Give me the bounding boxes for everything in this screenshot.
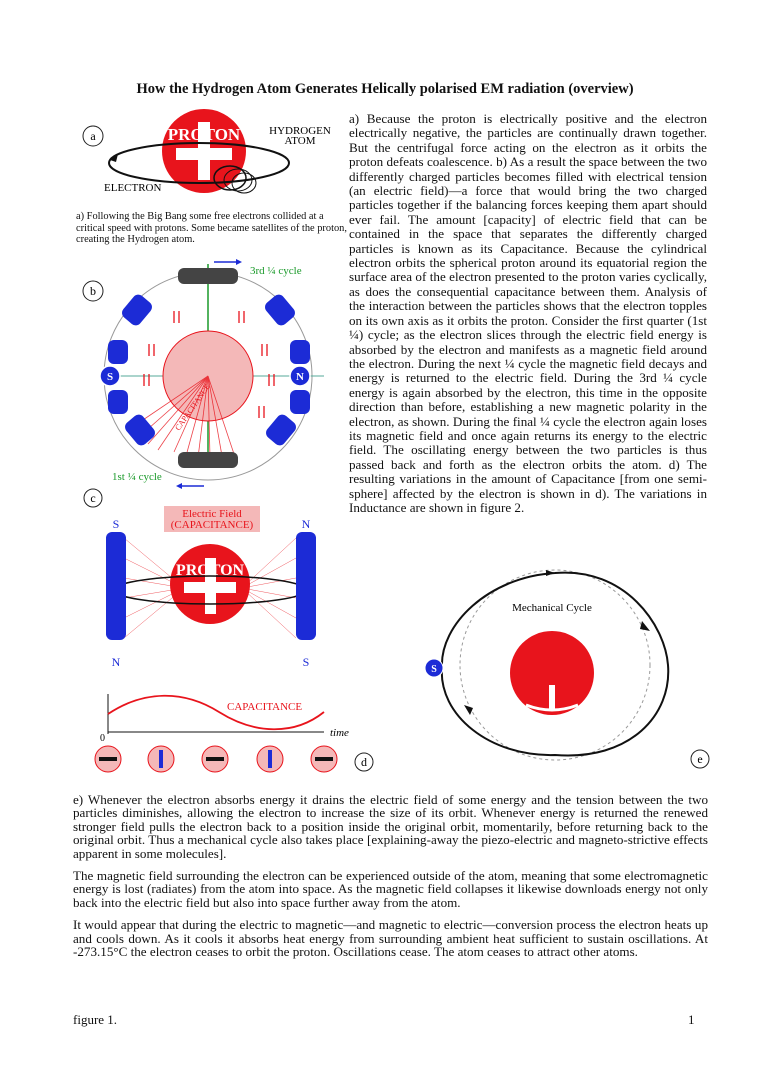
figure-b: b CAPACITANCE S N 3rd ¼ cycle 1st ¼ cycl… bbox=[82, 259, 324, 489]
bottom-paragraph-1: e) Whenever the electron absorbs energy … bbox=[73, 792, 708, 861]
proton-sphere-e bbox=[510, 631, 594, 715]
proton-label-c: PROTON bbox=[176, 562, 245, 579]
proton-label: PROTON bbox=[168, 125, 241, 144]
electron-right bbox=[296, 532, 316, 640]
origin-label: 0 bbox=[100, 733, 105, 744]
electron-top bbox=[178, 268, 238, 284]
fig-d-label: d bbox=[361, 755, 367, 769]
figure-d: CAPACITANCE time 0 d bbox=[94, 694, 374, 773]
right-column-text: a) Because the proton is electrically po… bbox=[349, 111, 707, 515]
first-quarter-label: 1st ¼ cycle bbox=[112, 471, 162, 483]
electron-left bbox=[106, 532, 126, 640]
svg-text:N: N bbox=[296, 371, 304, 383]
svg-text:N: N bbox=[112, 655, 121, 669]
figure-caption: figure 1. bbox=[73, 1012, 118, 1027]
bottom-text: e) Whenever the electron absorbs energy … bbox=[73, 793, 708, 967]
third-quarter-label: 3rd ¼ cycle bbox=[250, 265, 302, 277]
fig-b-label: b bbox=[90, 284, 96, 298]
north-pole bbox=[289, 365, 311, 387]
svg-text:S: S bbox=[113, 517, 120, 531]
fig-e-label: e bbox=[697, 752, 702, 766]
atom-label: ATOM bbox=[285, 135, 316, 147]
electron-e bbox=[424, 658, 444, 678]
figure-e: Mechanical Cycle S e bbox=[424, 569, 710, 769]
svg-text:N: N bbox=[302, 517, 311, 531]
svg-text:S: S bbox=[107, 371, 113, 383]
fig-c-label: c bbox=[90, 491, 95, 505]
page-number: 1 bbox=[688, 1012, 695, 1027]
svg-text:S: S bbox=[431, 664, 437, 675]
bottom-paragraph-3: It would appear that during the electric… bbox=[73, 917, 708, 960]
time-label: time bbox=[330, 727, 349, 739]
bottom-paragraph-2: The magnetic field surrounding the elect… bbox=[73, 868, 708, 910]
mechanical-cycle-label: Mechanical Cycle bbox=[512, 602, 592, 614]
right-column-paragraph: a) Because the proton is electrically po… bbox=[349, 111, 707, 515]
capacitance-curve-label: CAPACITANCE bbox=[227, 701, 302, 713]
svg-text:S: S bbox=[303, 655, 310, 669]
figure-a: a PROTON HYDROGEN ATOM ELECTRON bbox=[82, 109, 331, 194]
page-title: How the Hydrogen Atom Generates Helicall… bbox=[136, 81, 634, 97]
electron-label: ELECTRON bbox=[104, 182, 161, 194]
field-label-1: Electric Field bbox=[182, 508, 242, 520]
south-pole bbox=[99, 365, 121, 387]
electron-states bbox=[94, 745, 338, 773]
figure-c: c Electric Field (CAPACITANCE) PROTON S … bbox=[83, 488, 316, 669]
hydrogen-label: HYDROGEN bbox=[269, 125, 331, 137]
caption-a: a) Following the Big Bang some free elec… bbox=[76, 211, 347, 246]
electron-bottom bbox=[178, 452, 238, 468]
orbit-ellipse bbox=[108, 142, 290, 184]
fig-a-label: a bbox=[90, 129, 96, 143]
field-label-2: (CAPACITANCE) bbox=[171, 519, 254, 531]
